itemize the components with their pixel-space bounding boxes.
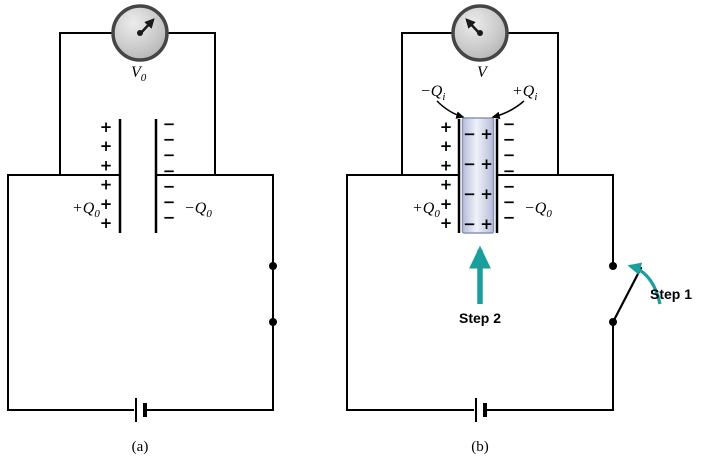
charge-sign: + [100,137,113,155]
charge-sign: − [163,193,176,211]
induced-charge-label-left: −Qi [420,83,445,103]
charge-sign: − [503,193,516,211]
charge-sign: − [163,146,176,164]
caption-b: (b) [471,439,489,455]
voltmeter-branch-wire-a [59,32,216,176]
charge-sign: + [440,214,453,232]
circuit-a: V0 +Q0 −Q0 ++++++ −−−−−−− (a) [7,4,277,455]
charge-sign: − [163,209,176,227]
main-loop-wire-b [346,174,614,411]
charge-sign: + [100,156,113,174]
plate-charge-label-right-b: −Q0 [524,200,552,220]
charge-sign: + [100,176,113,194]
switch-terminal-top-b [609,262,617,270]
caption-a: (a) [132,439,149,455]
voltmeter-a [111,4,169,62]
charge-sign: − [463,215,476,233]
charge-sign: − [163,177,176,195]
charge-sign: + [100,118,113,136]
charge-sign: + [480,215,493,233]
induced-minus-column: − − − − [463,125,476,233]
charge-sign: + [100,214,113,232]
induced-charge-label-right: +Qi [512,83,537,103]
charge-sign: − [163,131,176,149]
charge-sign: + [100,195,113,213]
dielectric-slab [461,117,495,234]
induced-plus-arrow [491,100,525,120]
charge-sign: + [440,156,453,174]
switch-terminal-top-a [269,262,277,270]
charge-sign: + [480,155,493,173]
charge-sign: − [463,155,476,173]
step1-label: Step 1 [650,286,692,302]
switch-terminal-bottom-a [269,318,277,326]
main-loop-wire-a [7,174,274,411]
minus-charge-column-b: −−−−−−− [503,115,516,227]
charge-sign: − [503,115,516,133]
charge-sign: − [163,115,176,133]
needle-pivot-b [477,30,483,36]
voltmeter-b [451,4,509,62]
charge-sign: − [503,209,516,227]
minus-charge-column-a: −−−−−−− [163,115,176,227]
charge-sign: − [463,125,476,143]
plus-charge-column-a: ++++++ [100,118,113,232]
charge-sign: − [503,131,516,149]
induced-minus-arrow [436,100,465,119]
circuit-b: V −Qi +Qi +Q0 −Q0 Step 1 Step 2 ++++++ −… [346,4,692,455]
step1-arrow [627,262,662,305]
needle-pivot-a [137,30,143,36]
voltmeter-branch-wire-b [401,32,559,176]
induced-plus-column: + + + + [480,125,493,233]
step2-label: Step 2 [459,310,501,326]
charge-sign: + [480,125,493,143]
charge-sign: − [163,162,176,180]
charge-sign: + [440,195,453,213]
charge-sign: − [503,177,516,195]
charge-sign: + [480,185,493,203]
plus-charge-column-b: ++++++ [440,118,453,232]
charge-sign: − [463,185,476,203]
voltmeter-a-label: V0 [131,64,147,84]
charge-sign: + [440,176,453,194]
plate-charge-label-left-a: +Q0 [72,200,100,220]
charge-sign: + [440,137,453,155]
plate-charge-label-left-b: +Q0 [412,200,440,220]
charge-sign: − [503,146,516,164]
charge-sign: − [503,162,516,180]
battery-b [475,398,487,422]
voltmeter-b-label: V [477,64,489,81]
switch-blade [611,266,643,324]
battery-a [135,398,147,422]
charge-sign: + [440,118,453,136]
plate-charge-label-right-a: −Q0 [184,200,212,220]
